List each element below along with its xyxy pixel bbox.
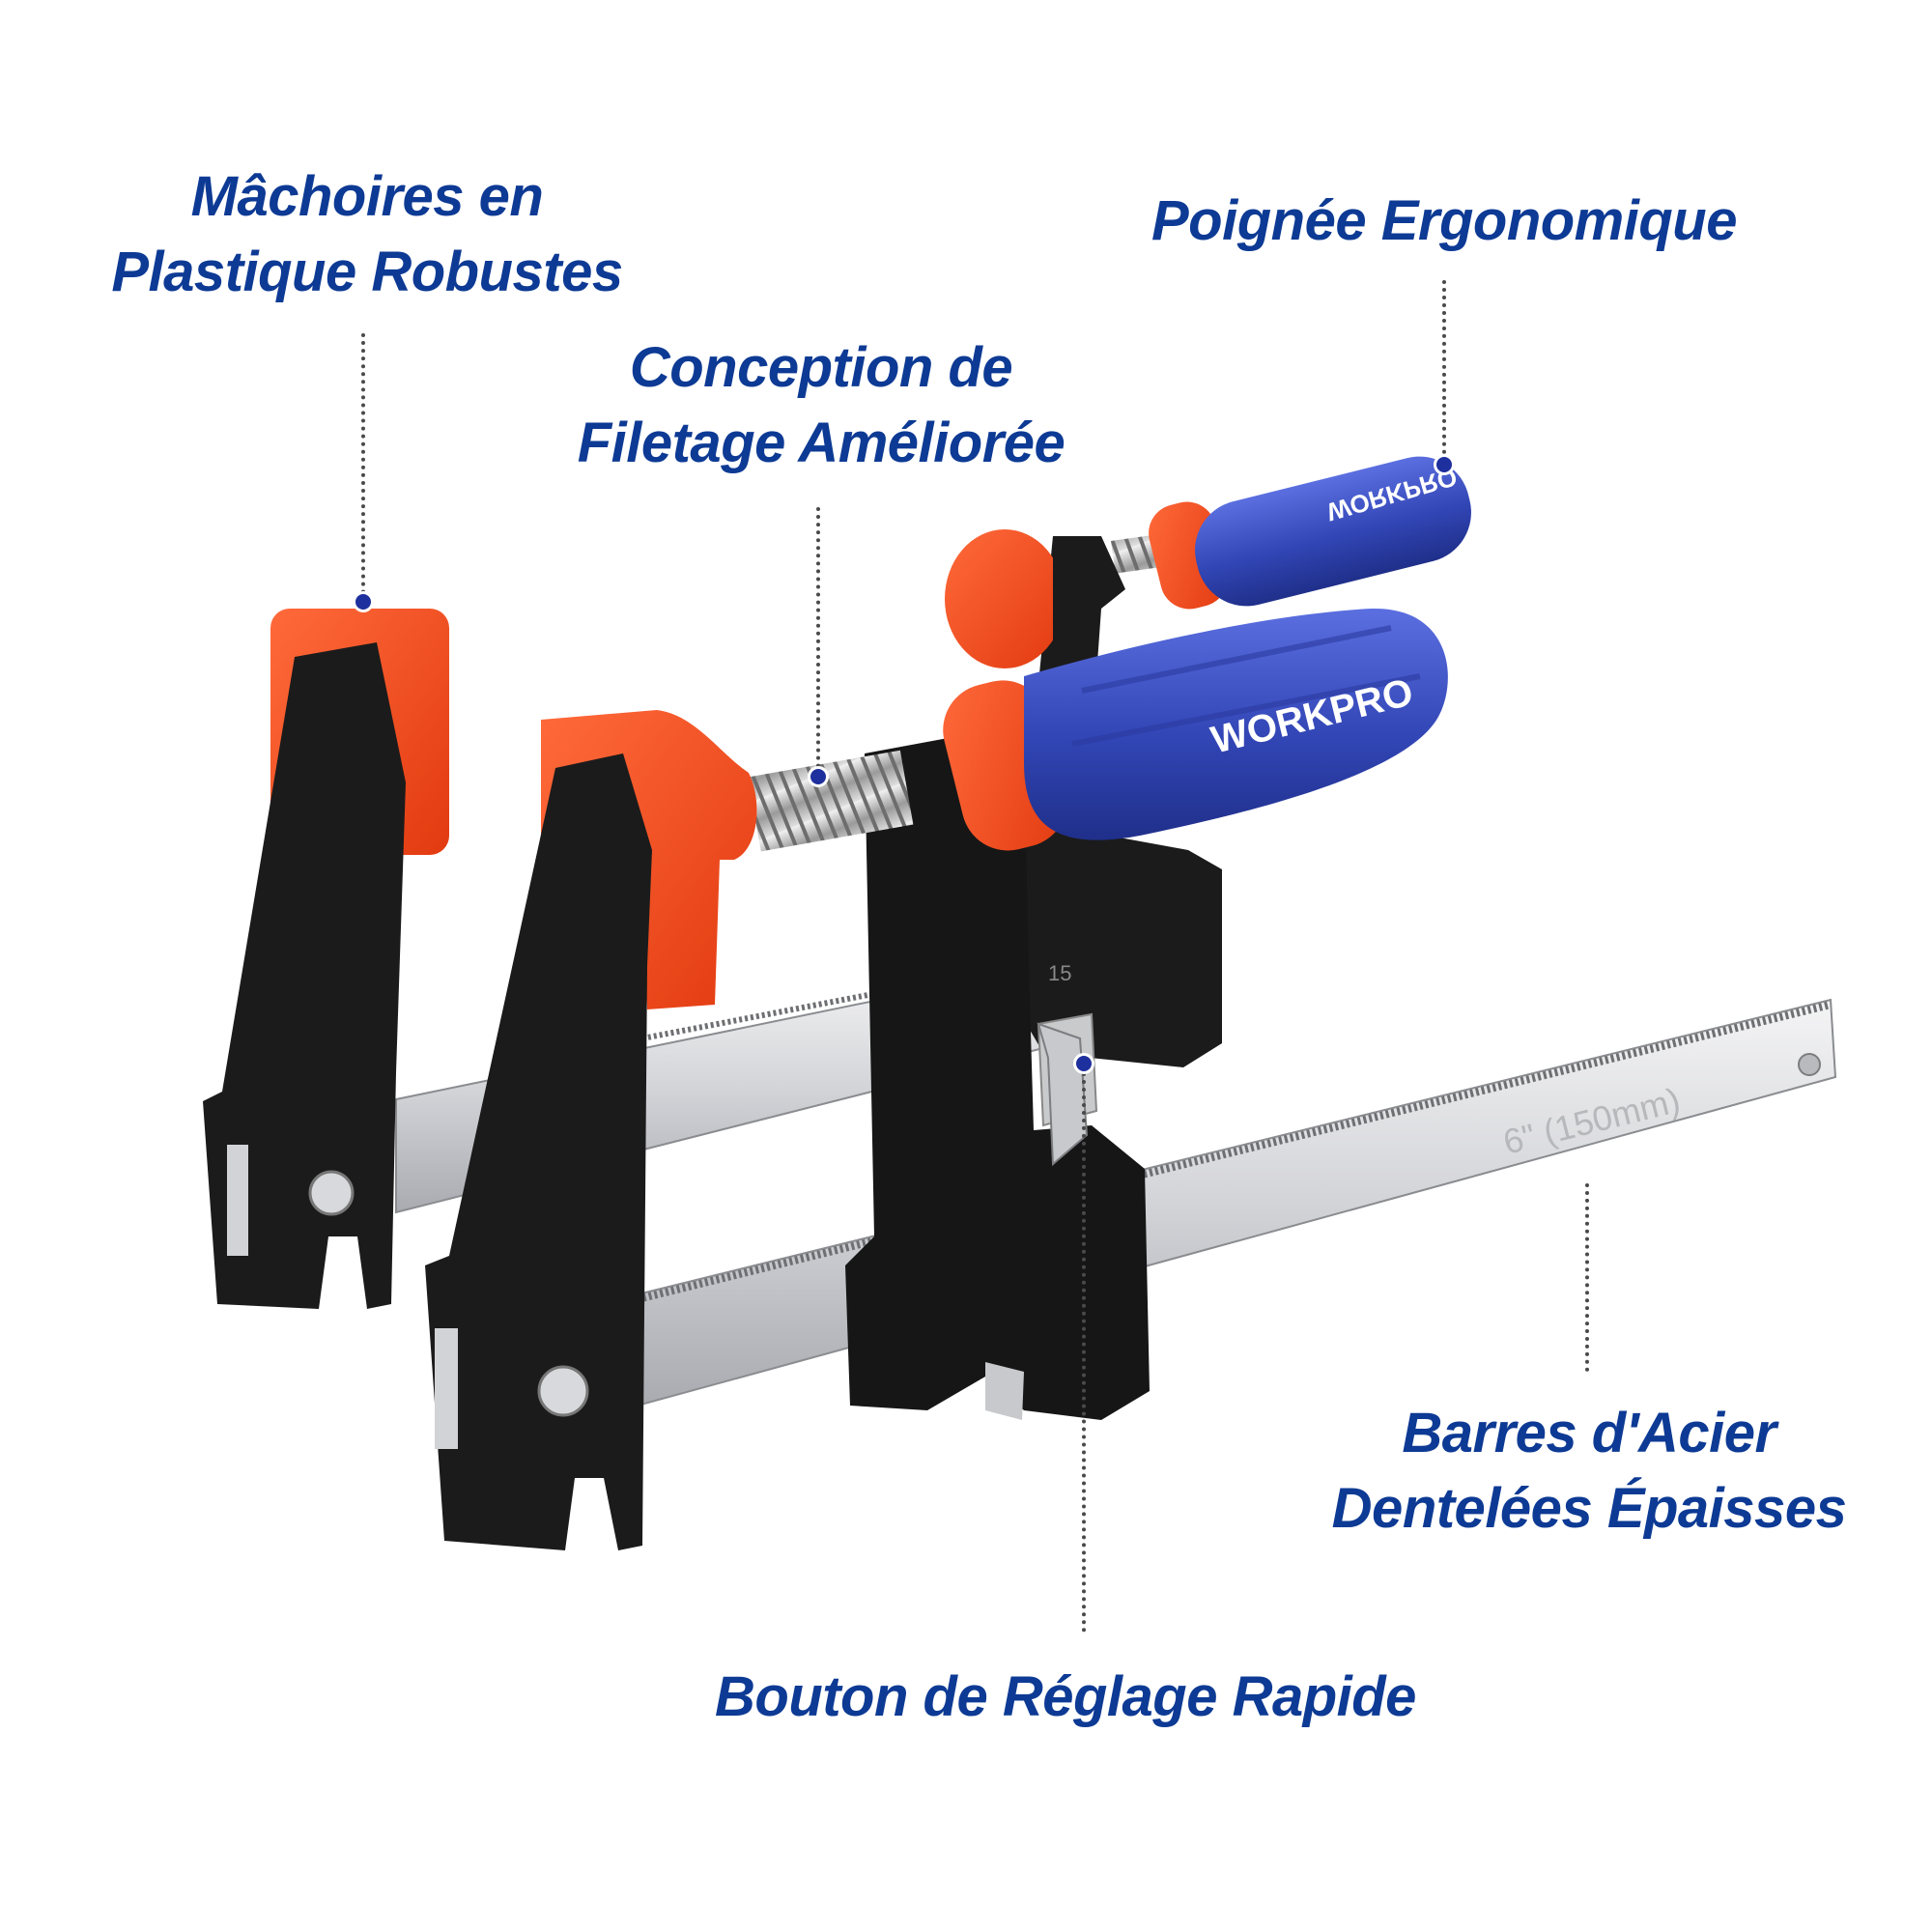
callout-jaws-line1: Mâchoires en <box>190 165 544 228</box>
callout-jaws: Mâchoires en Plastique Robustes <box>87 159 647 310</box>
callout-button-line1: Bouton de Réglage Rapide <box>715 1665 1416 1728</box>
front-clamp: 6" (150mm) WORKPRO <box>425 608 1837 1550</box>
callout-handle-line1: Poignée Ergonomique <box>1151 189 1738 252</box>
back-movable-arm <box>1053 536 1125 676</box>
back-bar-marking: 15 <box>1048 961 1071 985</box>
thread-leader-line <box>816 507 820 768</box>
bars-leader-line <box>1585 1183 1589 1372</box>
back-handle-grip <box>1195 456 1471 607</box>
callout-handle: Poignée Ergonomique <box>1140 184 1748 259</box>
front-bar-teeth <box>637 1001 1832 1303</box>
back-jaw-pad <box>945 529 1065 668</box>
jaws-leader-dot <box>353 591 374 612</box>
callout-button: Bouton de Réglage Rapide <box>715 1660 1416 1735</box>
front-handle-grip <box>1024 608 1448 840</box>
handle-leader-line <box>1442 280 1446 454</box>
back-jaw-slot <box>227 1145 248 1256</box>
back-fixed-jaw-body <box>203 642 406 1309</box>
back-jaw-rivet <box>308 1170 355 1216</box>
callout-bars-line2: Dentelées Épaisses <box>1331 1477 1847 1540</box>
back-bar-teeth <box>641 958 1044 1041</box>
quick-release-plate-lower <box>985 1362 1024 1420</box>
button-leader-line <box>1082 1072 1086 1633</box>
front-thread-screw <box>748 750 914 852</box>
callout-thread-line1: Conception de <box>629 336 1013 399</box>
callout-bars: Barres d'Acier Dentelées Épaisses <box>1314 1396 1864 1547</box>
callout-thread-line2: Filetage Améliorée <box>577 412 1065 474</box>
callout-bars-line1: Barres d'Acier <box>1402 1402 1776 1464</box>
callout-jaws-line2: Plastique Robustes <box>111 241 623 303</box>
front-jaw-rivet <box>537 1365 589 1417</box>
front-movable-jaw-body <box>425 753 652 1550</box>
thread-leader-dot <box>808 766 829 787</box>
button-leader-dot <box>1073 1053 1094 1074</box>
front-bar-end-hole <box>1798 1053 1821 1076</box>
callout-thread: Conception de Filetage Améliorée <box>551 330 1092 481</box>
jaws-leader-line <box>361 333 365 594</box>
back-fixed-jaw <box>203 609 449 1309</box>
front-jaw-slot <box>435 1328 458 1449</box>
front-grip-ridges <box>1071 625 1421 747</box>
front-slide-jaw <box>845 729 1150 1420</box>
handle-leader-dot <box>1434 454 1455 475</box>
